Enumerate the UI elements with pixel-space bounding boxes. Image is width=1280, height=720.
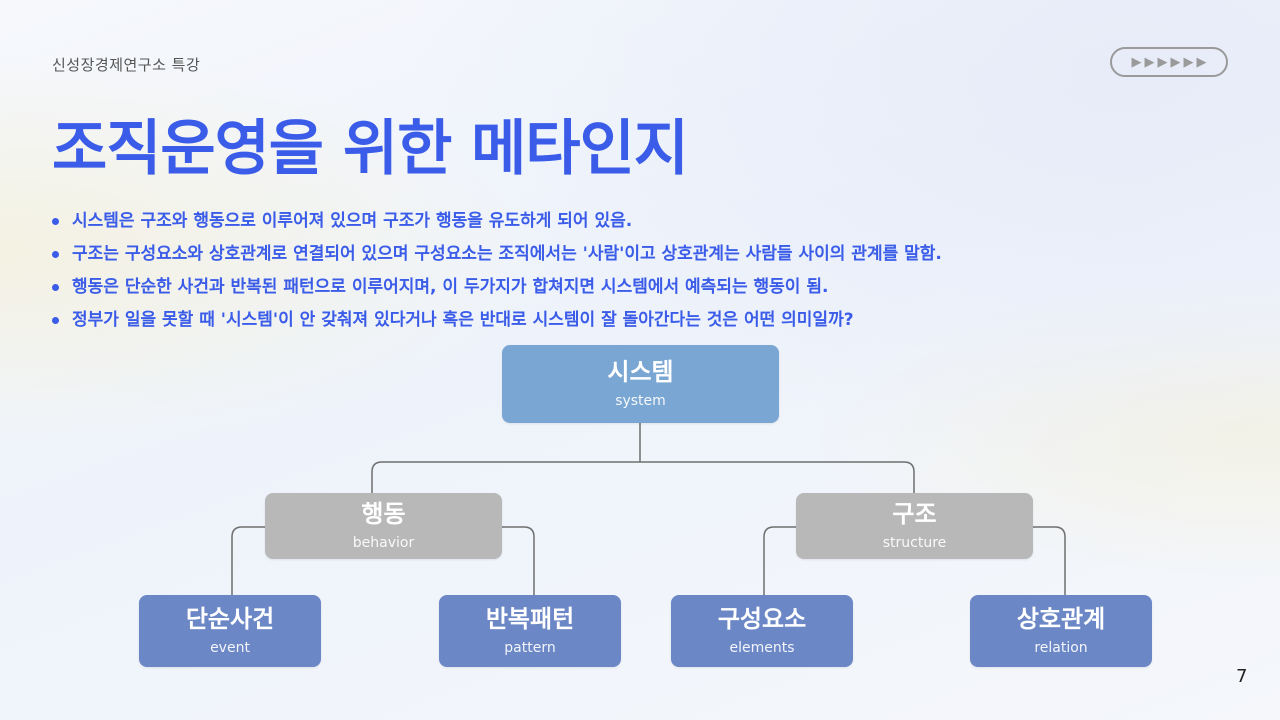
bullet-dot: [52, 218, 59, 225]
header-label: 신성장경제연구소 특강: [52, 56, 201, 74]
node-sublabel: system: [615, 393, 666, 409]
node-system: 시스템 system: [502, 345, 779, 423]
bullet-text: 행동은 단순한 사건과 반복된 패턴으로 이루어지며, 이 두가지가 합쳐지면 …: [72, 277, 829, 297]
node-elements: 구성요소 elements: [671, 595, 853, 667]
arrow-right-icon: ▶: [1196, 54, 1207, 70]
node-sublabel: elements: [729, 640, 795, 656]
bullet-list: 시스템은 구조와 행동으로 이루어져 있으며 구조가 행동을 유도하게 되어 있…: [52, 205, 942, 337]
next-slide-button[interactable]: ▶ ▶ ▶ ▶ ▶ ▶: [1110, 47, 1228, 77]
bullet-item: 행동은 단순한 사건과 반복된 패턴으로 이루어지며, 이 두가지가 합쳐지면 …: [52, 271, 942, 304]
arrow-right-icon: ▶: [1170, 54, 1181, 70]
bullet-dot: [52, 317, 59, 324]
bullet-item: 시스템은 구조와 행동으로 이루어져 있으며 구조가 행동을 유도하게 되어 있…: [52, 205, 942, 238]
node-sublabel: structure: [882, 535, 947, 551]
bullet-text: 구조는 구성요소와 상호관계로 연결되어 있으며 구성요소는 조직에서는 '사람…: [72, 244, 942, 264]
node-label: 구성요소: [717, 605, 807, 633]
arrow-right-icon: ▶: [1183, 54, 1194, 70]
node-sublabel: behavior: [352, 535, 415, 551]
page-title: 조직운영을 위한 메타인지: [52, 114, 689, 184]
node-behavior: 행동 behavior: [265, 493, 502, 559]
node-pattern: 반복패턴 pattern: [439, 595, 621, 667]
node-structure: 구조 structure: [796, 493, 1033, 559]
bullet-item: 정부가 일을 못할 때 '시스템'이 안 갖춰져 있다거나 혹은 반대로 시스템…: [52, 304, 942, 337]
arrow-right-icon: ▶: [1144, 54, 1155, 70]
node-label: 구조: [892, 500, 937, 528]
page-number: 7: [1236, 666, 1248, 687]
node-label: 반복패턴: [485, 605, 575, 633]
bullet-text: 시스템은 구조와 행동으로 이루어져 있으며 구조가 행동을 유도하게 되어 있…: [72, 211, 633, 231]
node-sublabel: relation: [1034, 640, 1088, 656]
node-relation: 상호관계 relation: [970, 595, 1152, 667]
bullet-dot: [52, 284, 59, 291]
connector-behavior-to-leaves: [231, 526, 535, 595]
arrow-right-icon: ▶: [1157, 54, 1168, 70]
arrow-right-icon: ▶: [1131, 54, 1142, 70]
node-label: 단순사건: [185, 605, 275, 633]
connector-structure-to-leaves: [763, 526, 1066, 595]
node-sublabel: event: [210, 640, 250, 656]
node-label: 행동: [361, 500, 406, 528]
node-sublabel: pattern: [504, 640, 556, 656]
node-event: 단순사건 event: [139, 595, 321, 667]
connector-root-to-mid: [371, 423, 915, 493]
bullet-text: 정부가 일을 못할 때 '시스템'이 안 갖춰져 있다거나 혹은 반대로 시스템…: [72, 310, 854, 330]
node-label: 시스템: [607, 358, 674, 386]
bullet-item: 구조는 구성요소와 상호관계로 연결되어 있으며 구성요소는 조직에서는 '사람…: [52, 238, 942, 271]
bullet-dot: [52, 251, 59, 258]
node-label: 상호관계: [1016, 605, 1106, 633]
